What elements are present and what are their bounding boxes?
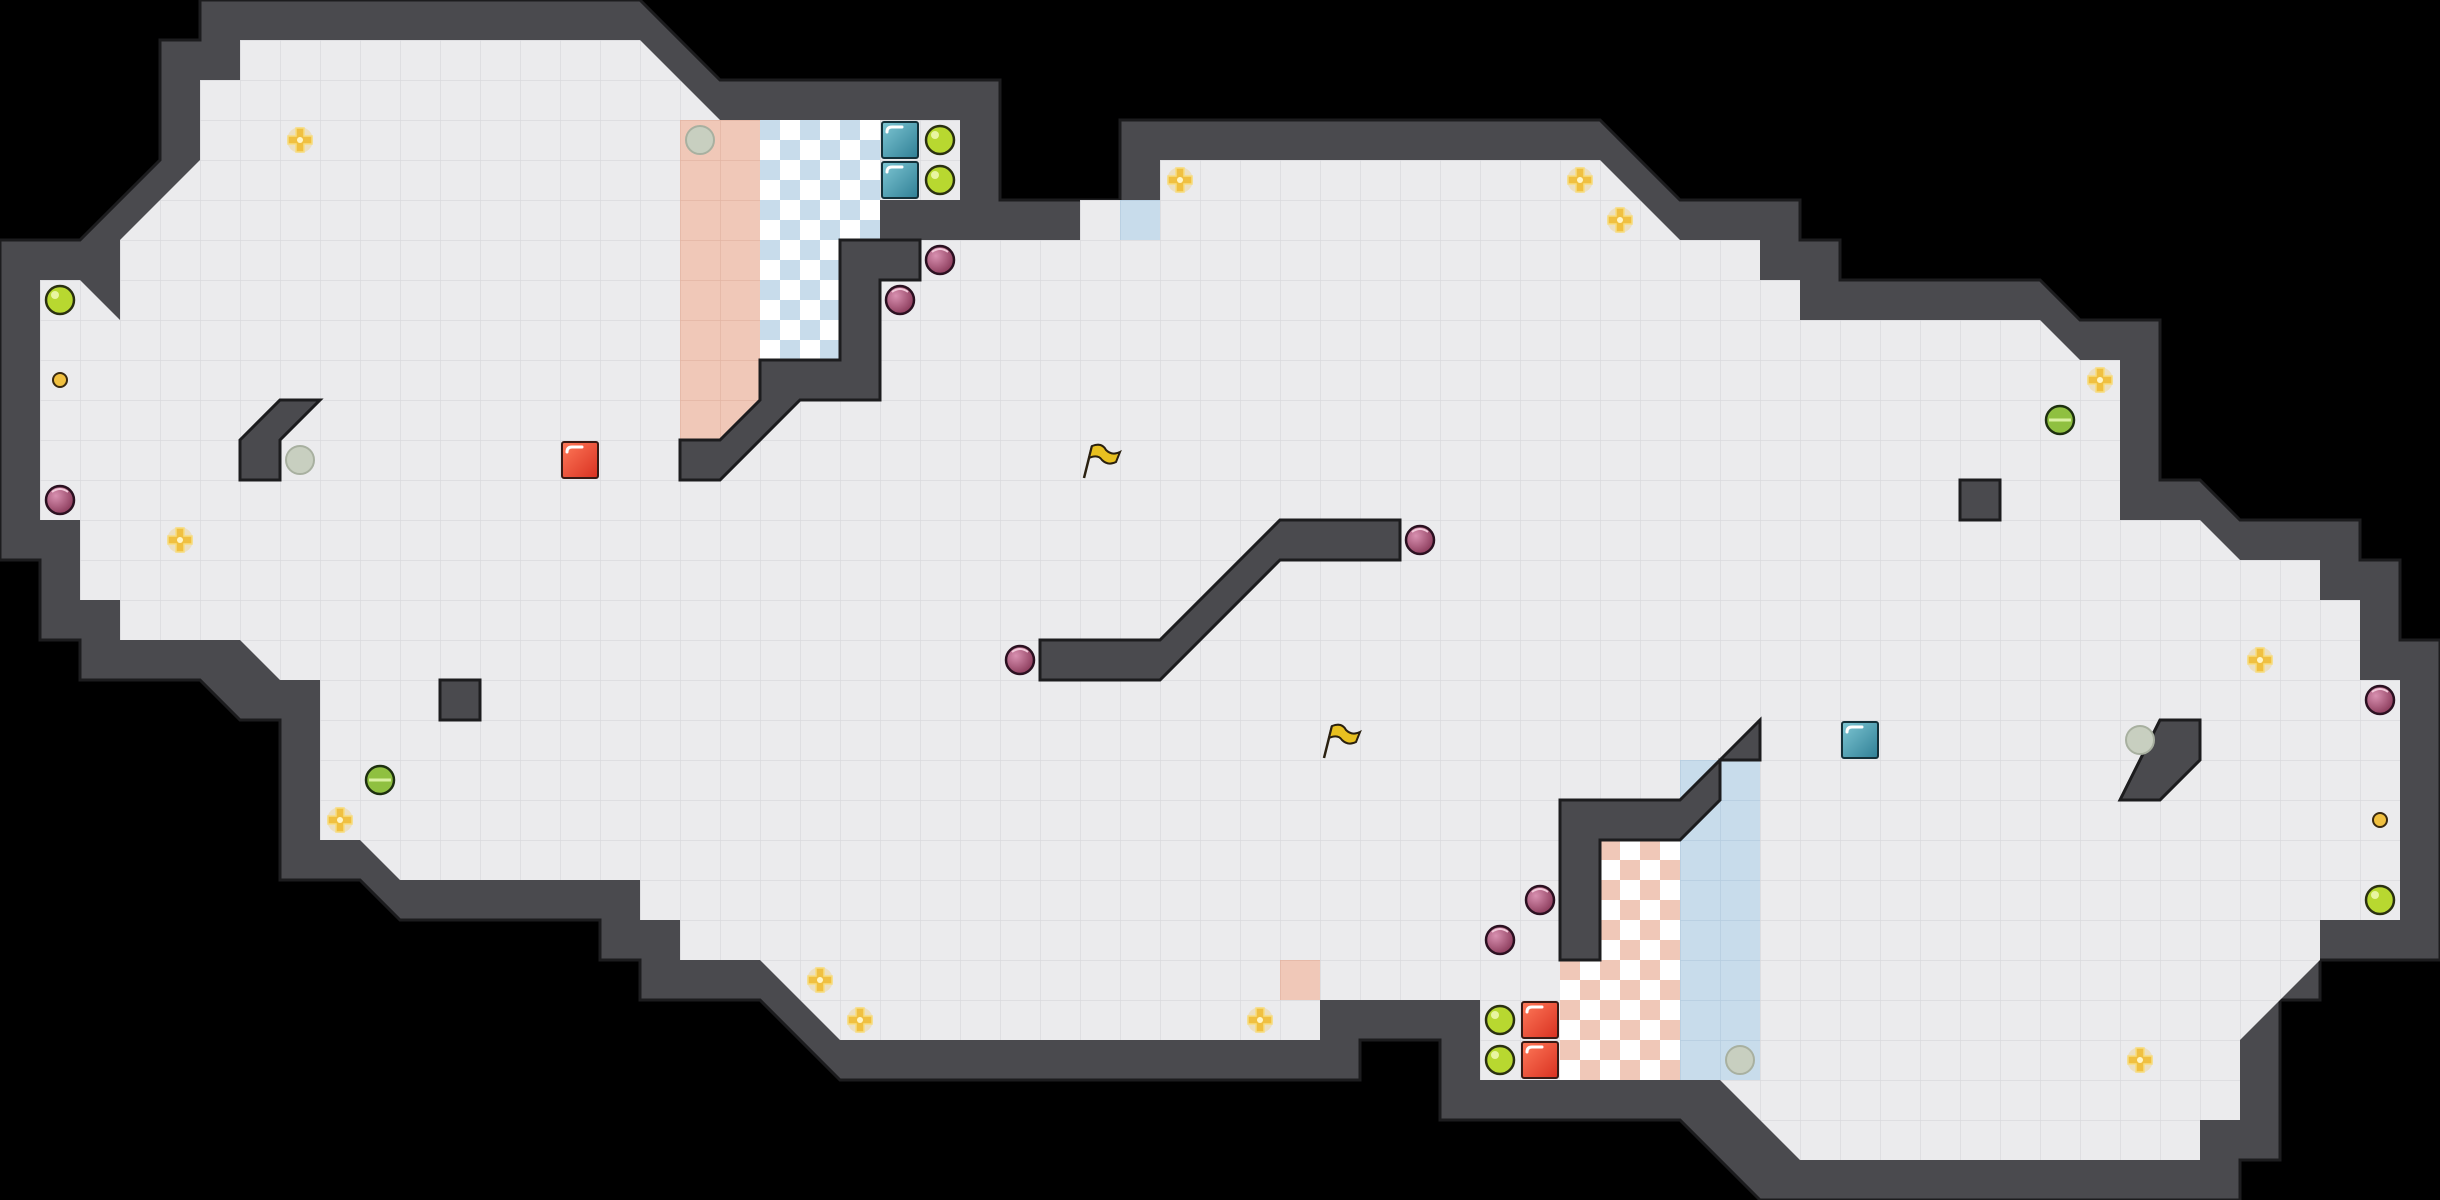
yellow-ball-icon[interactable]	[1484, 1004, 1516, 1036]
orb-icon[interactable]	[884, 284, 916, 316]
small-gold-dot-icon[interactable]	[2372, 812, 2388, 828]
yellow-ball-icon[interactable]	[44, 284, 76, 316]
teal-tile[interactable]	[881, 161, 919, 199]
cross-pickup-icon[interactable]	[2247, 647, 2273, 673]
inner-block-right	[1958, 478, 2002, 522]
red-tile[interactable]	[1521, 1041, 1559, 1079]
cross-pickup-icon[interactable]	[167, 527, 193, 553]
orb-icon[interactable]	[44, 484, 76, 516]
cross-pickup-icon[interactable]	[1247, 1007, 1273, 1033]
striped-ball-icon[interactable]	[2044, 404, 2076, 436]
orange-zone-small	[1280, 960, 1320, 1000]
yellow-ball-icon[interactable]	[924, 124, 956, 156]
inner-wall-bottom-left-of-zone	[1558, 716, 1762, 962]
orb-icon[interactable]	[924, 244, 956, 276]
cross-pickup-icon[interactable]	[1167, 167, 1193, 193]
cross-pickup-icon[interactable]	[327, 807, 353, 833]
red-tile[interactable]	[561, 441, 599, 479]
blue-zone-small	[1120, 200, 1160, 240]
gray-disc-icon[interactable]	[685, 125, 715, 155]
inner-wall-right-wedge	[2117, 718, 2202, 802]
cross-pickup-icon[interactable]	[1607, 207, 1633, 233]
inner-wall-top-right-of-zone	[678, 238, 922, 482]
small-gold-dot-icon[interactable]	[52, 372, 68, 388]
gray-disc-icon[interactable]	[2125, 725, 2155, 755]
inner-wall-center-ramp	[1038, 518, 1402, 682]
orb-icon[interactable]	[2364, 684, 2396, 716]
gray-disc-icon[interactable]	[1725, 1045, 1755, 1075]
orb-icon[interactable]	[1404, 524, 1436, 556]
teal-tile[interactable]	[1841, 721, 1879, 759]
flag-icon[interactable]	[1082, 443, 1122, 479]
cross-pickup-icon[interactable]	[2087, 367, 2113, 393]
gray-disc-icon[interactable]	[285, 445, 315, 475]
orb-icon[interactable]	[1484, 924, 1516, 956]
teal-tile[interactable]	[881, 121, 919, 159]
yellow-ball-icon[interactable]	[924, 164, 956, 196]
orange-zone-top	[680, 120, 760, 440]
cross-pickup-icon[interactable]	[2127, 1047, 2153, 1073]
cross-pickup-icon[interactable]	[807, 967, 833, 993]
yellow-ball-icon[interactable]	[1484, 1044, 1516, 1076]
striped-ball-icon[interactable]	[364, 764, 396, 796]
flag-icon[interactable]	[1322, 723, 1362, 759]
orb-icon[interactable]	[1524, 884, 1556, 916]
red-tile[interactable]	[1521, 1001, 1559, 1039]
cross-pickup-icon[interactable]	[287, 127, 313, 153]
cross-pickup-icon[interactable]	[847, 1007, 873, 1033]
cross-pickup-icon[interactable]	[1567, 167, 1593, 193]
yellow-ball-icon[interactable]	[2364, 884, 2396, 916]
inner-block-left	[438, 678, 482, 722]
orb-icon[interactable]	[1004, 644, 1036, 676]
inner-wall-left-wedge	[238, 398, 324, 482]
